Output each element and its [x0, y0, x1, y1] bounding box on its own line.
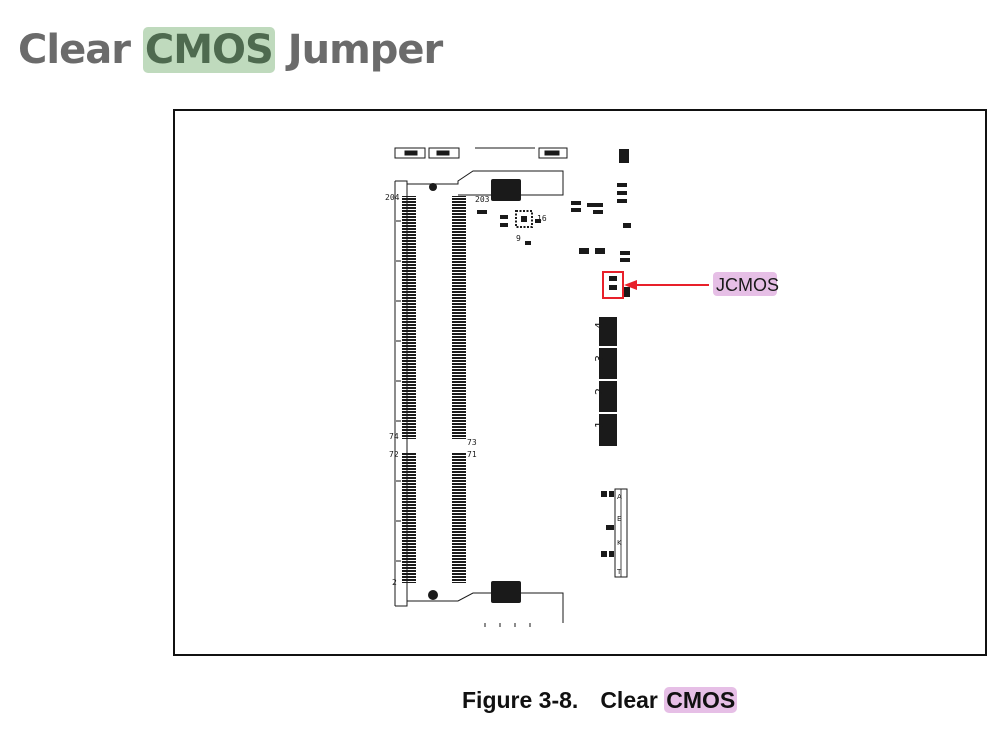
sodimm-slot	[394, 170, 564, 623]
pin-column-left-lower	[402, 453, 416, 583]
pin-column-left-upper	[402, 196, 416, 439]
side-label-t: T	[616, 568, 622, 576]
jcmos-label: JCMOS	[716, 275, 779, 295]
pin-column-right-upper	[452, 196, 466, 439]
connector-label-1: 1	[593, 421, 606, 428]
pin-label-72: 72	[389, 450, 399, 459]
mount-hole-top	[429, 183, 437, 191]
latch-bottom	[491, 581, 521, 603]
heading-prefix: Clear	[18, 27, 143, 73]
jcmos-label-highlight	[713, 272, 777, 296]
pin-label-73: 73	[467, 438, 477, 447]
pin-label-74: 74	[389, 432, 399, 441]
chip-label-9: 9	[516, 234, 521, 243]
connector-label-3: 3	[593, 355, 606, 362]
heading-highlight: CMOS	[142, 27, 275, 73]
smd-components	[571, 149, 631, 262]
chip-label-16: 16	[537, 214, 547, 223]
page-heading: Clear CMOS Jumper	[18, 22, 444, 78]
figure-caption: Figure 3-8. Clear CMOS	[462, 684, 738, 716]
jcmos-callout-arrow	[624, 280, 709, 290]
side-label-a: A	[617, 493, 622, 501]
pin-label-204: 204	[385, 193, 400, 202]
pin-column-right-lower	[452, 453, 466, 583]
pin-label-71: 71	[467, 450, 477, 459]
board-diagram: 204 203 74 73 72 71 2 16	[385, 147, 779, 627]
connector-label-2: 2	[593, 388, 606, 395]
latch-top	[491, 179, 521, 201]
top-connectors	[394, 147, 568, 159]
side-label-e: E	[617, 515, 621, 523]
chip-u16: 16 9	[477, 210, 547, 245]
jcmos-jumper	[602, 271, 630, 299]
mount-hole-bottom	[428, 590, 438, 600]
side-label-k: K	[617, 539, 622, 547]
caption-prefix: Clear	[600, 687, 665, 713]
side-header: A E K T	[601, 488, 628, 578]
heading-suffix: Jumper	[274, 27, 444, 73]
board-diagram-frame: 204 203 74 73 72 71 2 16	[173, 109, 987, 656]
edge-ticks	[396, 220, 531, 627]
caption-highlight: CMOS	[664, 687, 738, 713]
pin-label-203: 203	[475, 195, 490, 204]
connector-label-4: 4	[593, 322, 606, 329]
stacked-connector: 4 3 2 1	[593, 317, 617, 446]
caption-number: Figure 3-8.	[462, 687, 579, 713]
pin-label-2: 2	[392, 578, 397, 587]
